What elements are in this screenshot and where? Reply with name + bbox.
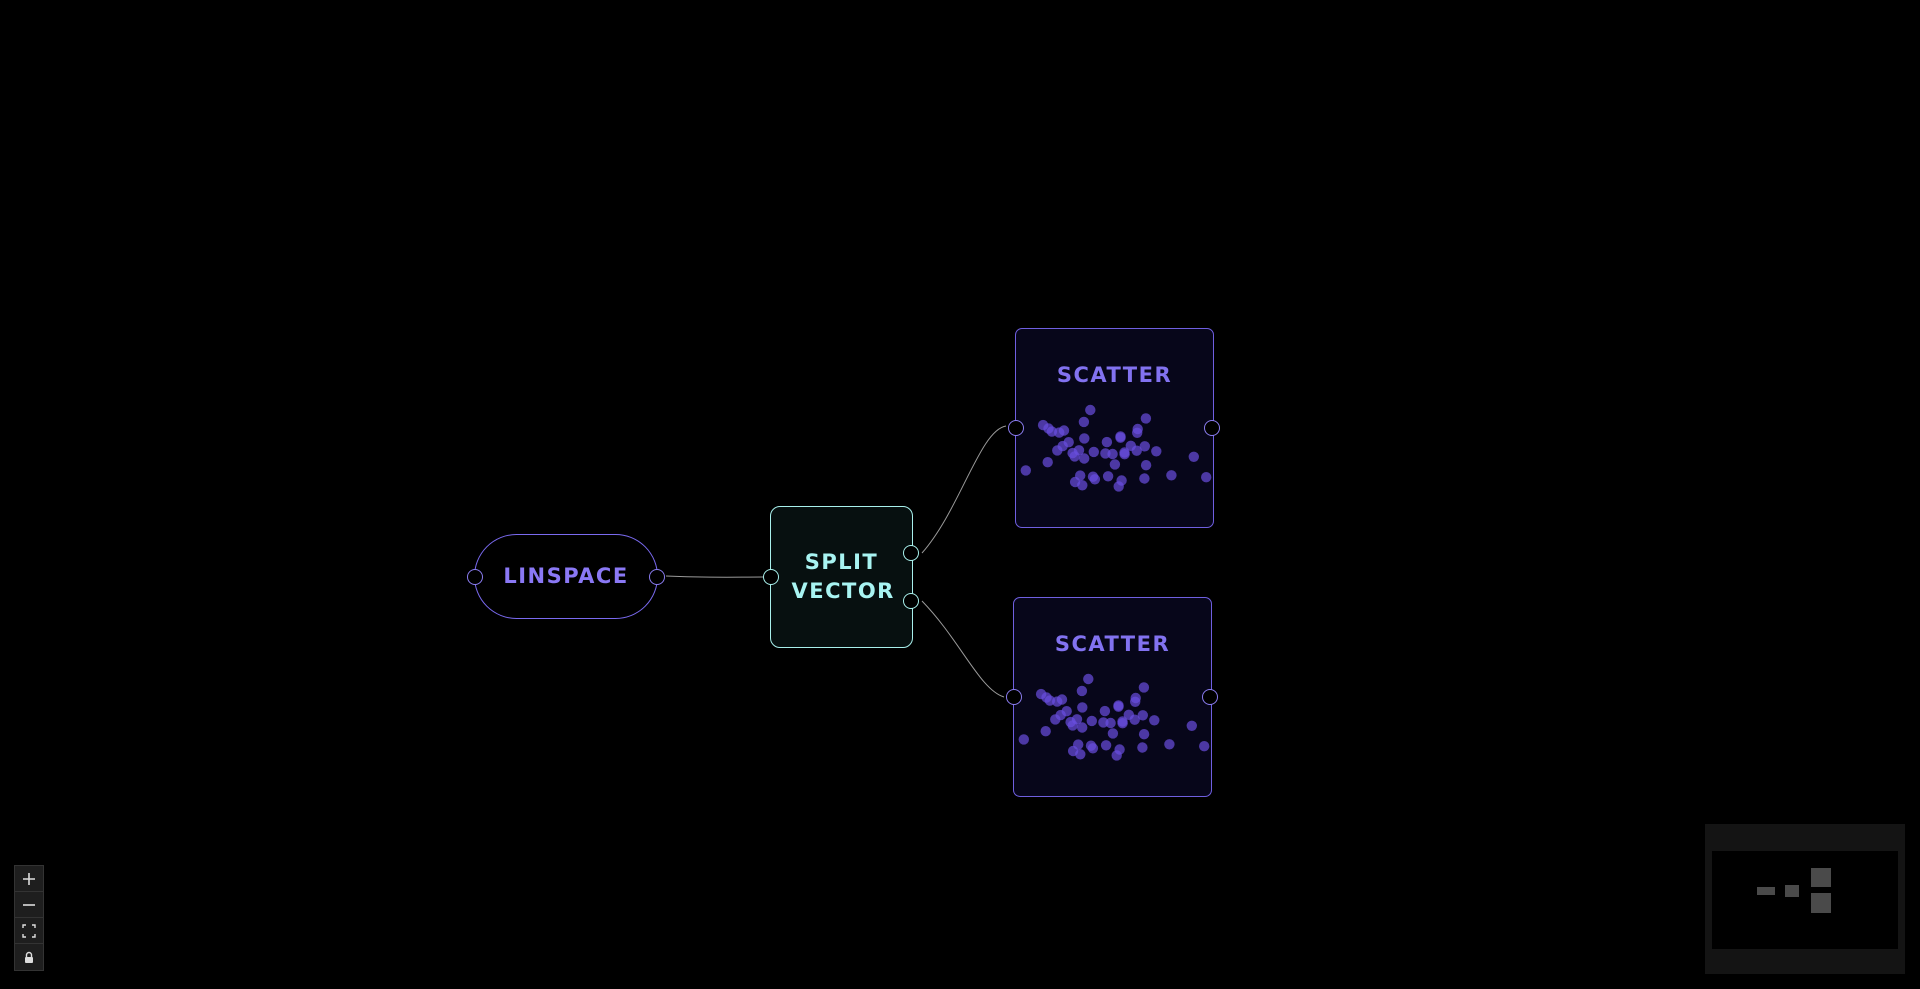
scatter-dot bbox=[1137, 742, 1148, 753]
edge-linspace-split[interactable] bbox=[665, 575, 772, 578]
scatter-dot bbox=[1115, 431, 1126, 442]
scatter-dot bbox=[1042, 457, 1053, 468]
scatter-dot bbox=[1140, 460, 1152, 471]
scatter-dot bbox=[1117, 718, 1128, 729]
linspace-output-port[interactable] bbox=[649, 569, 665, 585]
split-vector-output-port-1[interactable] bbox=[903, 545, 919, 561]
minimap[interactable] bbox=[1705, 824, 1905, 974]
scatter-dot bbox=[1018, 734, 1029, 745]
scatter-dot bbox=[1151, 446, 1162, 457]
scatter-dot bbox=[1055, 709, 1066, 721]
scatter-dot bbox=[1102, 471, 1114, 482]
scatter-dot bbox=[1123, 709, 1134, 720]
scatter-dot bbox=[1037, 419, 1049, 431]
scatter-node-bottom-preview bbox=[1018, 673, 1210, 761]
scatter-node-bottom[interactable]: SCATTER bbox=[1013, 597, 1212, 797]
scatter-dot bbox=[1140, 413, 1152, 424]
scatter-dot bbox=[1125, 440, 1136, 451]
scatter-dot bbox=[1077, 722, 1088, 733]
scatter-bottom-output-port[interactable] bbox=[1202, 689, 1218, 705]
scatter-dot bbox=[1077, 702, 1088, 713]
scatter-dot bbox=[1079, 433, 1090, 444]
scatter-node-bottom-label: SCATTER bbox=[1054, 632, 1171, 656]
scatter-dot bbox=[1188, 451, 1199, 462]
lock-button[interactable] bbox=[15, 944, 43, 970]
scatter-dot bbox=[1101, 436, 1113, 448]
scatter-dot bbox=[1079, 453, 1090, 464]
split-vector-node[interactable]: SPLIT VECTOR bbox=[770, 506, 913, 648]
scatter-dot bbox=[1166, 470, 1177, 481]
scatter-dot bbox=[1067, 745, 1079, 757]
scatter-dot bbox=[1035, 688, 1047, 700]
split-vector-output-port-2[interactable] bbox=[903, 593, 919, 609]
scatter-dot bbox=[1069, 476, 1081, 488]
scatter-dot bbox=[1088, 446, 1099, 458]
zoom-in-button[interactable] bbox=[15, 866, 43, 892]
scatter-top-input-port[interactable] bbox=[1008, 420, 1024, 436]
scatter-dot bbox=[1113, 481, 1124, 492]
minimap-node-scatter-bottom bbox=[1811, 893, 1831, 913]
scatter-dot bbox=[1058, 425, 1070, 436]
scatter-dot bbox=[1085, 404, 1096, 416]
scatter-dot bbox=[1113, 700, 1124, 711]
scatter-dot bbox=[1107, 728, 1119, 739]
split-vector-node-label: SPLIT VECTOR bbox=[791, 550, 895, 603]
split-vector-input-port[interactable] bbox=[763, 569, 779, 585]
scatter-dot bbox=[1100, 740, 1112, 751]
scatter-dot bbox=[1139, 441, 1150, 452]
scatter-dot bbox=[1020, 465, 1031, 476]
scatter-bottom-input-port[interactable] bbox=[1006, 689, 1022, 705]
lock-icon bbox=[25, 951, 33, 963]
scatter-node-top[interactable]: SCATTER bbox=[1015, 328, 1214, 528]
scatter-dot bbox=[1065, 716, 1076, 728]
scatter-node-top-label: SCATTER bbox=[1056, 363, 1173, 387]
scatter-dot bbox=[1040, 726, 1051, 737]
scatter-dot bbox=[1076, 685, 1088, 697]
plus-icon bbox=[23, 872, 35, 885]
scatter-dot bbox=[1201, 472, 1212, 483]
linspace-node-label: LINSPACE bbox=[503, 564, 629, 588]
scatter-dot bbox=[1109, 459, 1121, 470]
scatter-dot bbox=[1057, 440, 1068, 452]
scatter-dot bbox=[1083, 673, 1094, 685]
scatter-dot bbox=[1098, 717, 1109, 728]
scatter-dot bbox=[1138, 729, 1150, 740]
scatter-dot bbox=[1186, 720, 1197, 731]
fit-view-icon bbox=[22, 923, 36, 938]
scatter-dot bbox=[1111, 750, 1122, 761]
scatter-dot bbox=[1139, 473, 1150, 484]
scatter-dot bbox=[1078, 416, 1090, 428]
scatter-dot bbox=[1132, 423, 1143, 435]
edge-split-scatter-top[interactable] bbox=[921, 425, 1007, 554]
scatter-dot bbox=[1130, 692, 1141, 704]
scatter-dot bbox=[1137, 710, 1148, 721]
scatter-dot bbox=[1199, 741, 1210, 752]
scatter-dot bbox=[1149, 715, 1160, 726]
scatter-dot bbox=[1138, 682, 1150, 693]
minimap-node-linspace bbox=[1757, 887, 1775, 895]
minimap-node-split bbox=[1785, 885, 1799, 897]
scatter-dot bbox=[1100, 448, 1111, 459]
fit-view-button[interactable] bbox=[15, 918, 43, 944]
scatter-dot bbox=[1087, 471, 1099, 482]
scatter-dot bbox=[1056, 694, 1068, 705]
minus-icon bbox=[23, 903, 35, 906]
edge-split-scatter-bottom[interactable] bbox=[921, 600, 1005, 698]
zoom-out-button[interactable] bbox=[15, 892, 43, 918]
scatter-dot bbox=[1067, 447, 1078, 459]
linspace-node[interactable]: LINSPACE bbox=[474, 534, 658, 619]
scatter-node-top-preview bbox=[1020, 404, 1212, 492]
scatter-dot bbox=[1086, 715, 1097, 727]
scatter-dot bbox=[1099, 705, 1111, 717]
canvas-controls bbox=[14, 865, 44, 971]
scatter-dot bbox=[1085, 740, 1097, 751]
minimap-viewport[interactable] bbox=[1712, 851, 1898, 949]
scatter-dot bbox=[1164, 739, 1175, 750]
scatter-top-output-port[interactable] bbox=[1204, 420, 1220, 436]
linspace-input-port[interactable] bbox=[467, 569, 483, 585]
scatter-dot bbox=[1119, 449, 1130, 460]
minimap-node-scatter-top bbox=[1811, 868, 1831, 887]
